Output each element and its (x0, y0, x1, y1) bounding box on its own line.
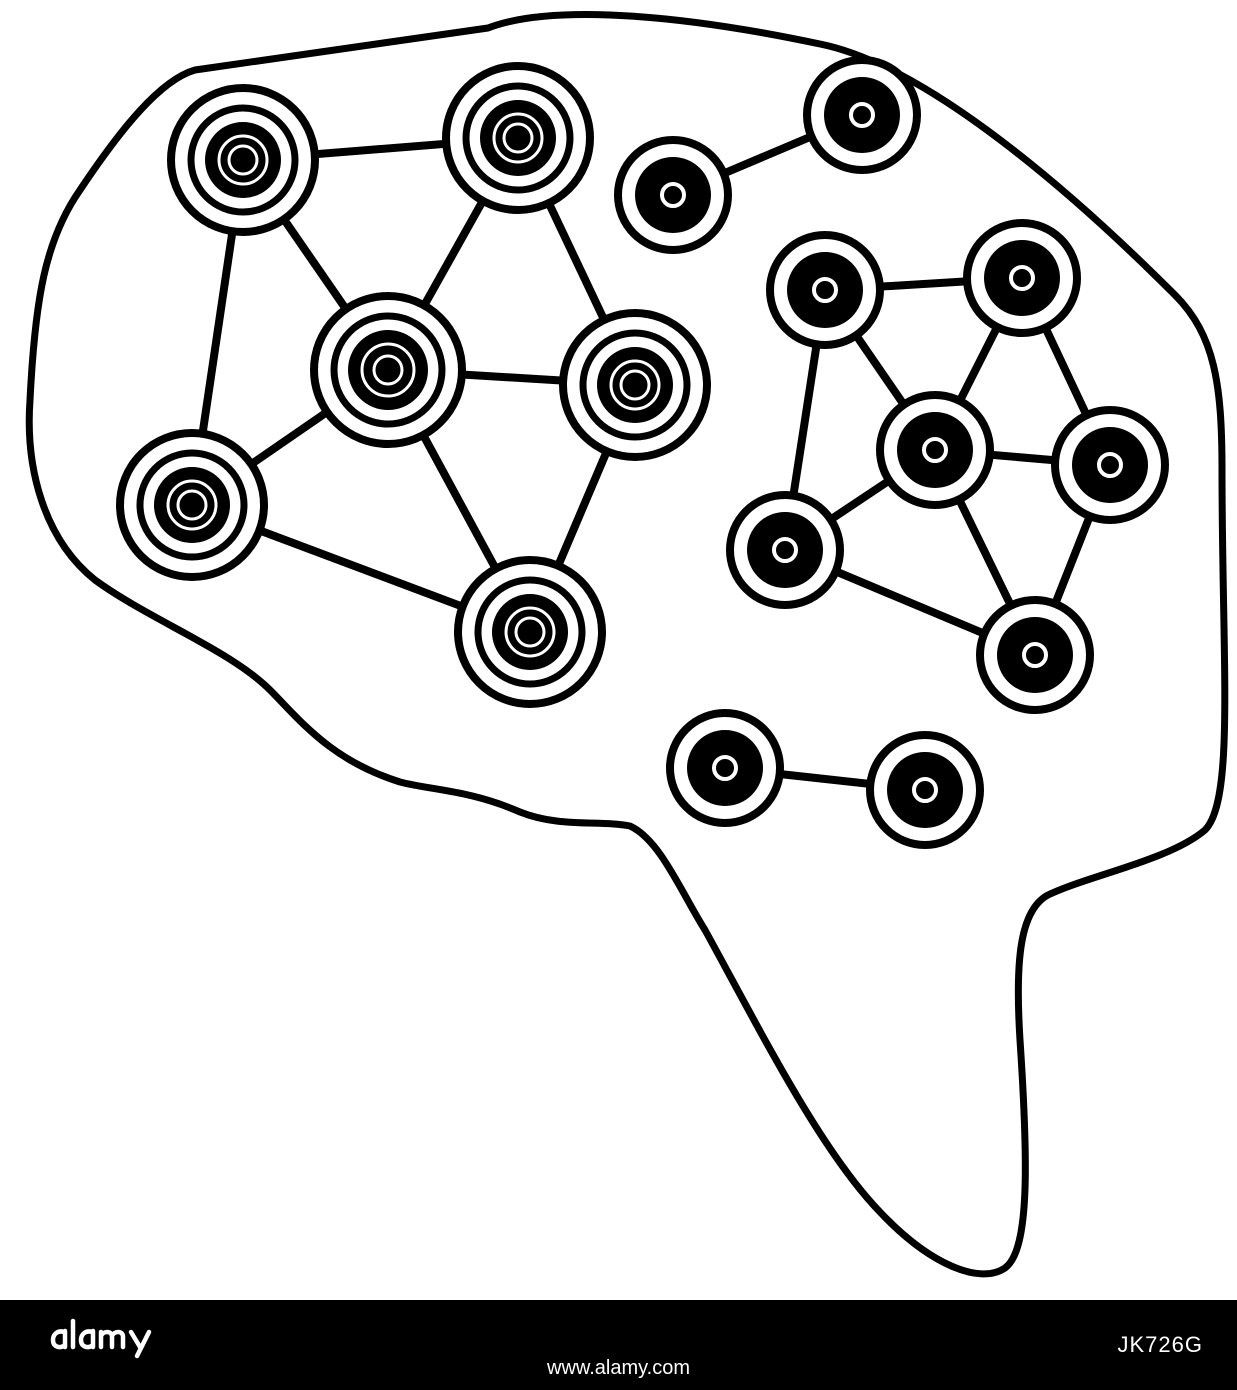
network-node (167, 84, 319, 236)
network-node (803, 56, 921, 174)
network-node (976, 596, 1094, 714)
network-node (454, 556, 606, 708)
network-nodes-large (116, 62, 711, 708)
alamy-logo (50, 1318, 152, 1359)
network-node (876, 391, 994, 509)
network-node (559, 309, 711, 461)
network-node (766, 231, 884, 349)
watermark-footer: JK726G www.alamy.com (0, 1300, 1237, 1390)
image-id-value: JK726G (1117, 1332, 1203, 1357)
network-node (116, 429, 268, 581)
brain-outline (25, 11, 1229, 1278)
network-node (666, 709, 784, 827)
image-id: JK726G (1118, 1300, 1204, 1390)
network-node (726, 491, 844, 609)
network-node (442, 62, 594, 214)
network-node (1051, 406, 1169, 524)
network-nodes-small (614, 56, 1169, 849)
network-node (614, 136, 732, 254)
network-node (310, 292, 466, 448)
brain-network-illustration (25, 11, 1229, 1278)
network-node (866, 731, 984, 849)
network-node (963, 219, 1081, 337)
brand-url: www.alamy.com (547, 1357, 690, 1379)
